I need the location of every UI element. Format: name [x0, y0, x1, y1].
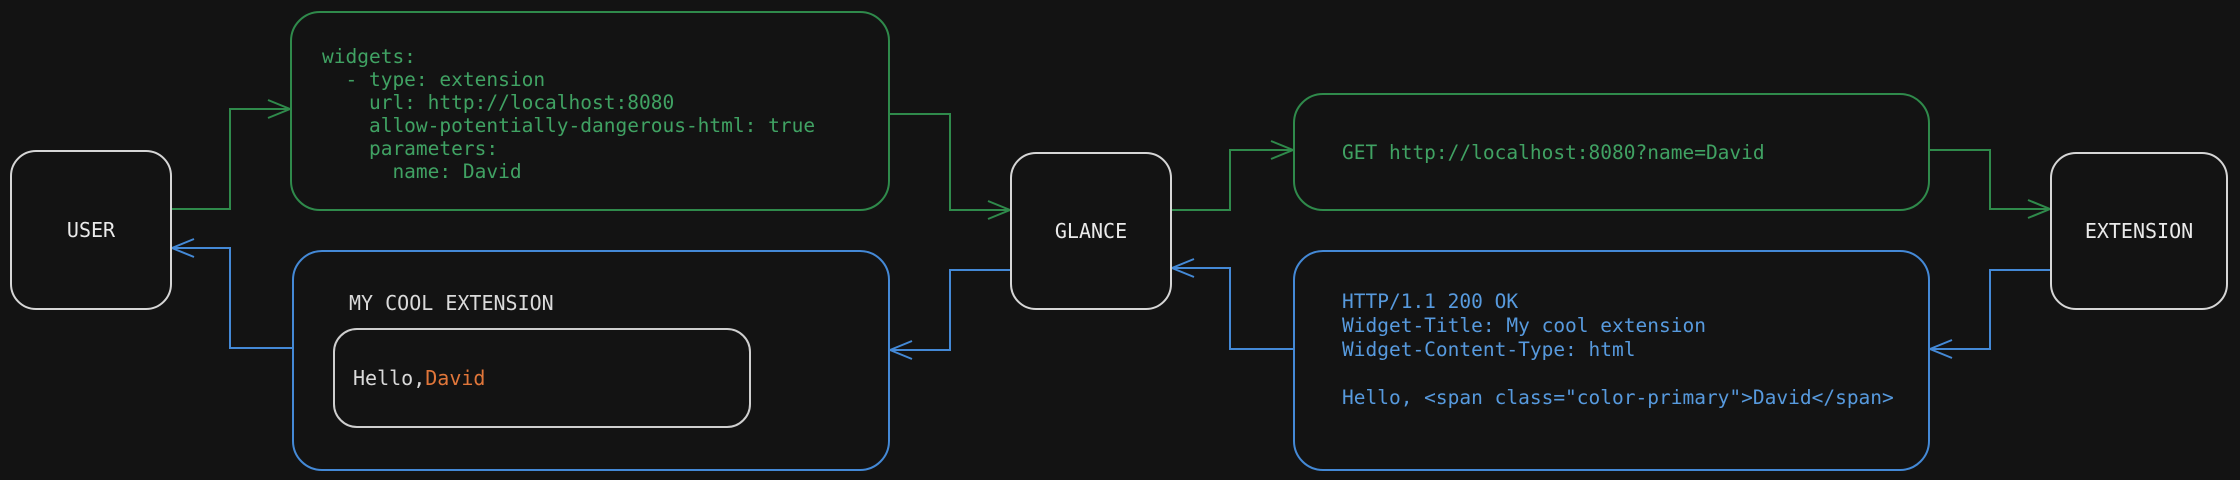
config-yaml-box: widgets: - type: extension url: http://l…	[290, 11, 890, 211]
connector-response-to-glance	[1169, 258, 1293, 350]
connector-widget-to-user-line	[172, 247, 292, 349]
connector-response-to-glance-arrowhead	[1169, 258, 1195, 278]
connector-user-to-config-line	[172, 108, 290, 210]
greeting-prefix: Hello,	[353, 366, 426, 390]
widget-title: MY COOL EXTENSION	[349, 291, 554, 315]
connector-user-to-config	[172, 99, 293, 210]
http-response-box: HTTP/1.1 200 OK Widget-Title: My cool ex…	[1293, 250, 1930, 471]
widget-greeting-box: Hello, David	[333, 328, 751, 428]
connector-glance-to-request	[1172, 140, 1296, 211]
connector-widget-to-user-arrowhead	[169, 238, 195, 258]
config-yaml-code: widgets: - type: extension url: http://l…	[322, 45, 816, 183]
connector-extension-to-response-line	[1930, 269, 2050, 350]
connector-config-to-glance-line	[890, 113, 1010, 211]
connector-widget-to-user	[169, 238, 292, 349]
connector-config-to-glance	[890, 113, 1013, 220]
http-request-code: GET http://localhost:8080?name=David	[1342, 140, 1765, 164]
connector-glance-to-request-line	[1172, 149, 1293, 211]
connector-glance-to-widget	[887, 269, 1010, 360]
node-user: USER	[10, 150, 172, 310]
http-response-code: HTTP/1.1 200 OK Widget-Title: My cool ex…	[1342, 290, 1894, 409]
node-extension: EXTENSION	[2050, 152, 2228, 310]
connector-extension-to-response	[1927, 269, 2050, 359]
node-extension-label: EXTENSION	[2084, 219, 2194, 243]
connector-response-to-glance-line	[1172, 267, 1293, 350]
connector-extension-to-response-arrowhead	[1927, 339, 1953, 359]
connector-glance-to-widget-arrowhead	[887, 340, 913, 360]
http-request-box: GET http://localhost:8080?name=David	[1293, 93, 1930, 211]
node-glance-label: GLANCE	[1054, 219, 1128, 243]
connector-request-to-extension-line	[1930, 149, 2050, 210]
greeting-name: David	[425, 366, 486, 390]
node-glance: GLANCE	[1010, 152, 1172, 310]
node-user-label: USER	[66, 218, 116, 242]
widget-preview-box: MY COOL EXTENSION Hello, David	[292, 250, 890, 471]
connector-request-to-extension	[1930, 149, 2053, 219]
connector-glance-to-widget-line	[890, 269, 1010, 351]
